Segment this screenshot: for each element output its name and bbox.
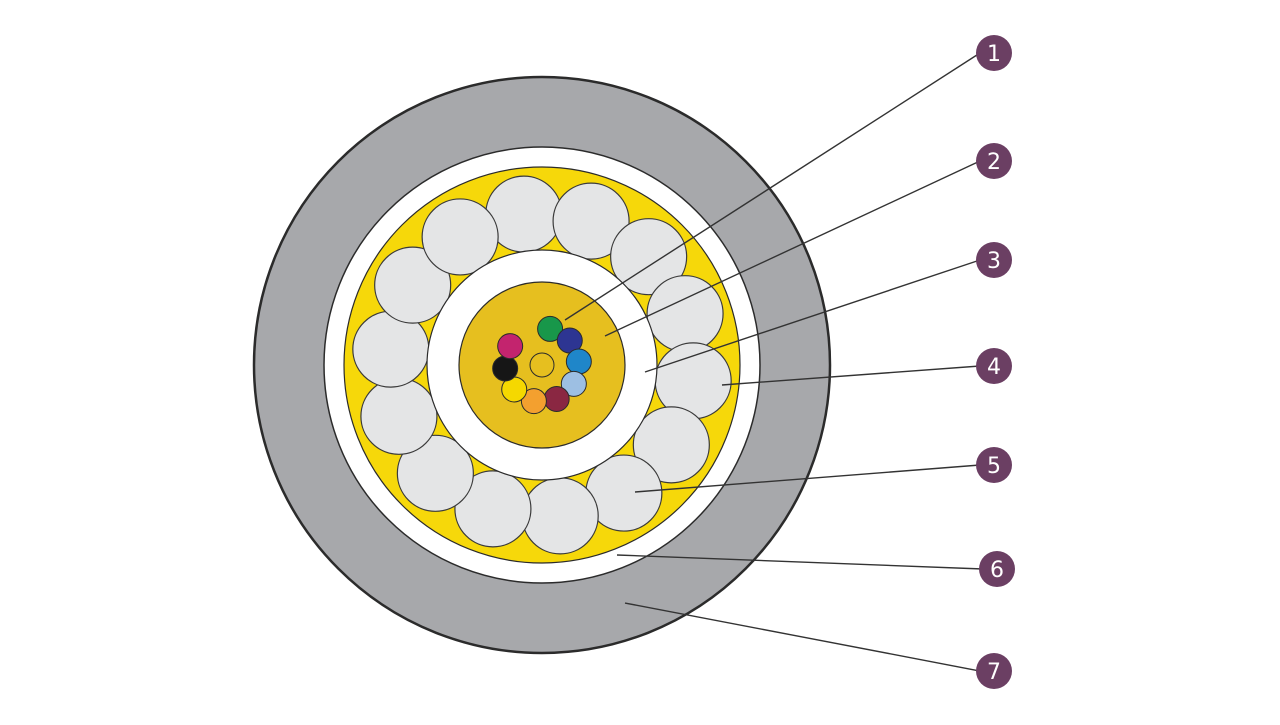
callout-number: 5 <box>987 454 1001 479</box>
callout-6: 6 <box>979 551 1015 587</box>
strength-member <box>374 246 452 324</box>
fiber-maroon <box>543 385 570 412</box>
callout-number: 7 <box>987 660 1001 685</box>
callout-number: 4 <box>987 355 1001 380</box>
callout-badge <box>976 35 1012 71</box>
leader-line <box>721 365 981 386</box>
strength-member <box>521 477 599 555</box>
fiber-black <box>492 355 519 382</box>
strength-member <box>632 406 710 484</box>
callout-number: 1 <box>987 42 1001 67</box>
strength-member <box>610 218 688 296</box>
leader-line <box>604 160 981 337</box>
cable-cross-section <box>252 75 832 655</box>
callout-badge <box>976 447 1012 483</box>
fiber-orange <box>520 388 547 415</box>
callout-number: 6 <box>990 558 1004 583</box>
callout-number: 2 <box>987 150 1001 175</box>
callout-7: 7 <box>976 653 1012 689</box>
callout-badges: 1 2 3 4 5 6 7 <box>976 35 1015 689</box>
fiber-magenta <box>497 333 524 360</box>
leader-line <box>624 602 981 672</box>
strength-member <box>396 434 474 512</box>
leader-line <box>616 554 984 570</box>
callout-1: 1 <box>976 35 1012 71</box>
fiber-light-blue <box>565 348 592 375</box>
leader-lines <box>564 52 984 672</box>
fiber-sky <box>560 370 587 397</box>
strength-member <box>421 198 499 276</box>
strength-member <box>552 182 630 260</box>
callout-badge <box>976 348 1012 384</box>
callout-number: 3 <box>987 249 1001 274</box>
callout-badge <box>976 143 1012 179</box>
callout-2: 2 <box>976 143 1012 179</box>
leader-line <box>564 52 981 321</box>
callout-5: 5 <box>976 447 1012 483</box>
strength-member <box>360 377 438 455</box>
callout-badge <box>976 242 1012 278</box>
callout-badge <box>979 551 1015 587</box>
strength-member <box>646 275 724 353</box>
callout-4: 4 <box>976 348 1012 384</box>
leader-line <box>634 464 981 493</box>
callout-badge <box>976 653 1012 689</box>
strength-member <box>454 470 532 548</box>
callout-3: 3 <box>976 242 1012 278</box>
leader-line <box>644 259 981 373</box>
fiber-green <box>537 315 564 342</box>
central-element <box>529 352 555 378</box>
